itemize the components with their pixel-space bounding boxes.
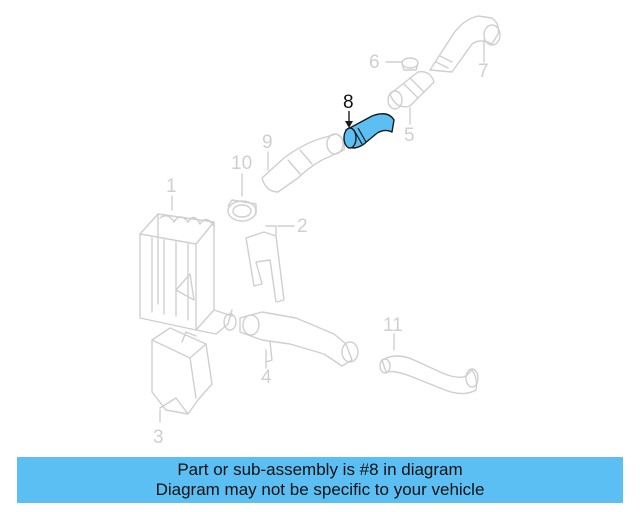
callout-7: 7 bbox=[478, 61, 489, 82]
callout-3: 3 bbox=[153, 427, 164, 448]
callout-4: 4 bbox=[261, 367, 272, 388]
part-6-cap bbox=[385, 57, 419, 71]
callout-10: 10 bbox=[231, 153, 253, 174]
part-11-hose bbox=[379, 333, 479, 395]
callout-5: 5 bbox=[404, 125, 415, 146]
callout-1: 1 bbox=[166, 176, 177, 197]
part-7-intake-pipe bbox=[429, 15, 501, 73]
part-10-clamp bbox=[227, 173, 257, 222]
info-banner: Part or sub-assembly is #8 in diagram Di… bbox=[17, 457, 623, 503]
callout-2: 2 bbox=[297, 216, 308, 237]
part-4-air-pipe bbox=[239, 311, 359, 369]
part-3-air-duct bbox=[151, 327, 213, 423]
callout-8: 8 bbox=[343, 92, 354, 113]
callout-9: 9 bbox=[262, 132, 273, 153]
part-5-coupling bbox=[387, 71, 435, 125]
part-8-hose-highlighted bbox=[343, 111, 395, 149]
part-9-duct bbox=[261, 133, 346, 193]
callout-6: 6 bbox=[369, 52, 380, 73]
banner-line-2: Diagram may not be specific to your vehi… bbox=[155, 480, 485, 499]
part-2-bracket bbox=[245, 225, 295, 303]
banner-line-1: Part or sub-assembly is #8 in diagram bbox=[177, 460, 463, 479]
callout-11: 11 bbox=[383, 315, 403, 336]
part-1-intercooler bbox=[139, 195, 237, 335]
